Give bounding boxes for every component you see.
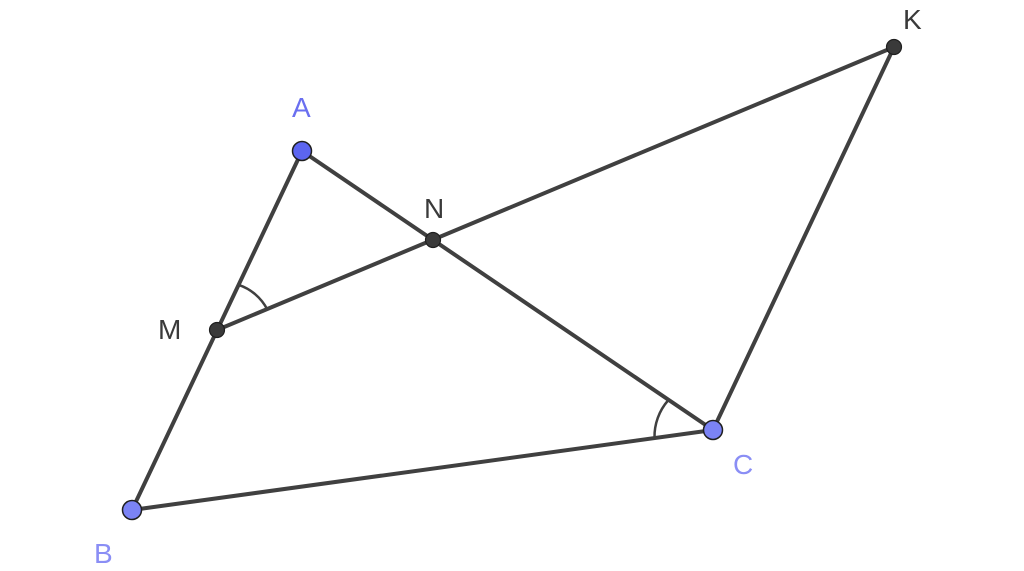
label-N: N — [424, 193, 445, 224]
point-B[interactable] — [121, 499, 143, 521]
segment-MK — [215, 45, 896, 332]
point-K[interactable] — [885, 38, 903, 56]
label-B: B — [94, 538, 113, 569]
label-K: K — [903, 4, 922, 35]
point-M[interactable] — [208, 321, 226, 339]
angle-mark-AMN — [237, 283, 269, 310]
point-A[interactable] — [291, 140, 313, 162]
segment-AC — [300, 149, 715, 432]
segment-BC — [130, 428, 715, 512]
angle-mark-ACB — [653, 399, 669, 438]
point-N[interactable] — [424, 231, 442, 249]
segment-CK — [711, 45, 896, 432]
label-C: C — [733, 449, 754, 480]
label-M: M — [158, 314, 182, 345]
point-C[interactable] — [702, 419, 724, 441]
label-A: A — [292, 92, 311, 123]
